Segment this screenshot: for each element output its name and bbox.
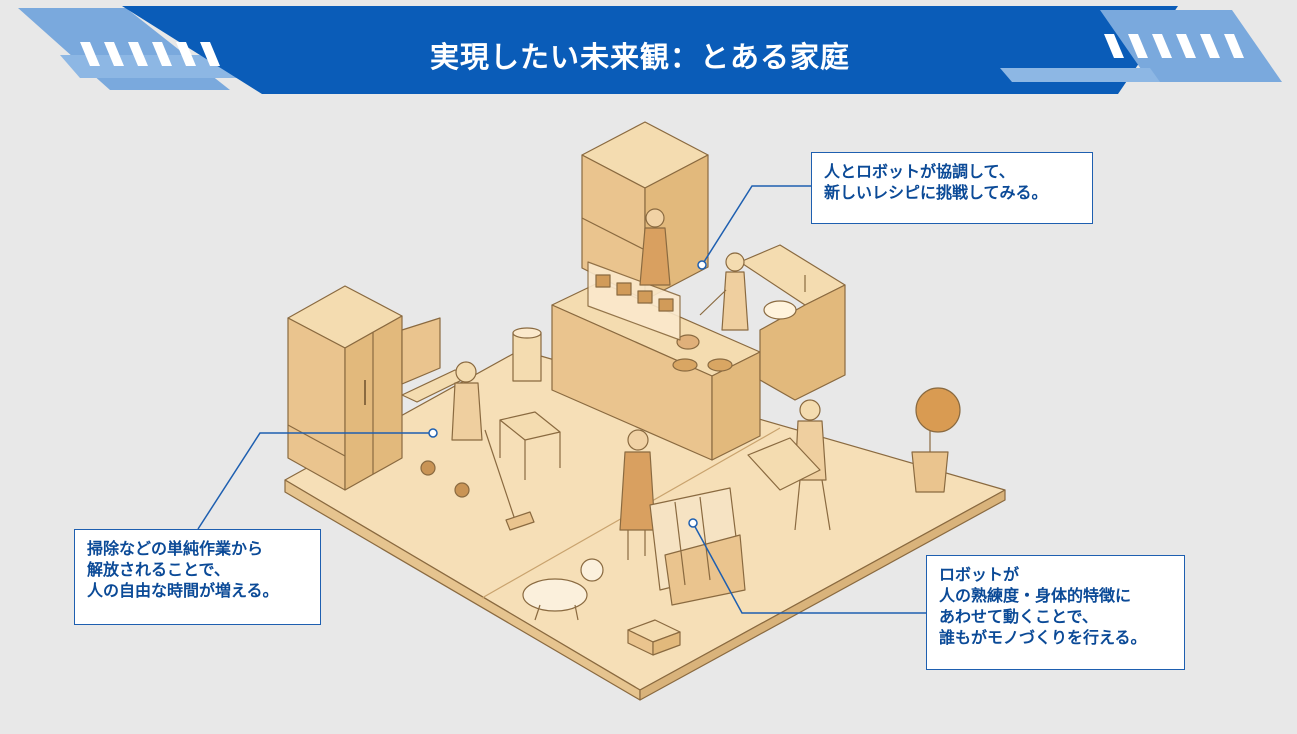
recipe-display [587,261,681,341]
person-crafting-icon [619,429,656,560]
wood-panels [649,487,746,606]
chair [499,411,561,480]
page-title: 実現したい未来観：とある家庭 [429,40,850,74]
callout-crafting-line-4: 誰もがモノづくりを行える。 [939,628,1147,647]
leader-dot-cleaning [428,428,438,438]
callout-cleaning: 掃除などの単純作業から 解放されることで、 人の自由な時間が増える。 [74,529,321,625]
robot-vacuuming-icon [420,361,535,531]
toolbox [627,619,681,656]
callout-cooking: 人とロボットが協調して、 新しいレシピに挑戦してみる。 [811,152,1093,224]
stripes-right-icon [1104,34,1244,58]
callout-cleaning-line-2: 解放されることで、 [87,560,230,579]
banner-main [122,6,1178,94]
robot-carrying-icon [747,399,831,531]
potted-plant [911,387,961,493]
callout-crafting-line-1: ロボットが [939,565,1020,584]
callout-crafting-line-3: あわせて動くことで、 [939,607,1098,626]
stripes-left-icon [80,42,220,66]
trash-can [512,327,542,382]
sink-counter [739,244,846,401]
banner-accent-left-lower [60,55,250,78]
banner-accent-right-lower [1000,68,1160,82]
callout-crafting-line-2: 人の熟練度・身体的特徴に [939,586,1132,605]
dog-icon [522,558,604,621]
wardrobe [287,285,403,491]
callout-cleaning-line-1: 掃除などの単純作業から [87,539,264,558]
leader-line-crafting [692,522,926,614]
tv-desk [401,317,471,403]
person-cooking-icon [639,208,671,286]
callout-cooking-line-1: 人とロボットが協調して、 [824,162,1015,181]
fridge [581,121,709,301]
callout-cooking-line-2: 新しいレシピに挑戦してみる。 [824,183,1048,202]
callout-cleaning-line-3: 人の自由な時間が増える。 [87,581,279,600]
leader-dot-crafting [688,518,698,528]
leader-dot-cooking [697,260,707,270]
robot-cooking-icon [699,252,749,331]
callout-crafting: ロボットが 人の熟練度・身体的特徴に あわせて動くことで、 誰もがモノづくりを行… [926,555,1185,670]
leader-line-cooking [701,185,811,266]
leader-line-cleaning [197,432,433,530]
header-banner [18,6,1282,94]
